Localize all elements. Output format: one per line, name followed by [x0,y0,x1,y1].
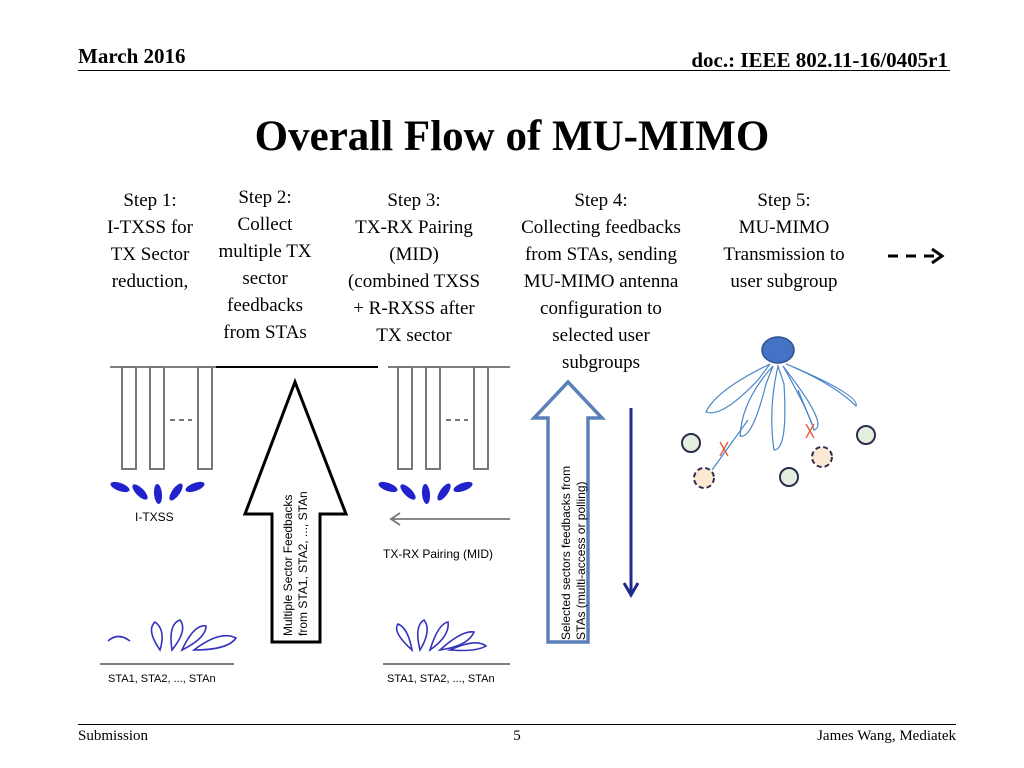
footer-divider [78,724,956,725]
step1-sta-label: STA1, STA2, ..., STAn [108,673,216,685]
beam-direction-arrows [711,389,813,471]
interference-cross-icon [719,423,815,457]
step3-antenna-array [388,366,510,470]
header-doc-id: doc.: IEEE 802.11-16/0405r1 [691,48,948,72]
svg-text:STAs (multi-access or polling: STAs (multi-access or polling) [574,482,588,640]
step1-sta-beams [107,619,238,652]
step1-antenna-array [110,366,225,470]
continue-dashed-arrow-icon [888,247,945,265]
footer-submission: Submission [78,728,149,744]
footer-author: James Wang, Mediatek [817,728,956,744]
selected-arrow-text: Selected sectors feedbacks from STAs (mu… [559,466,588,640]
step3-sta-beams [395,618,488,653]
feedback-up-arrow-icon [242,377,349,644]
footer-page-number: 5 [513,728,521,744]
svg-text:Multiple Sector Feedbacks: Multiple Sector Feedbacks [281,495,295,636]
header-date: March 2016 [78,44,186,68]
config-down-arrow-icon [622,408,640,598]
step-3-text: Step 3:TX-RX Pairing (MID)(combined TXSS… [347,190,481,346]
ap-node-icon [761,336,795,364]
step5-beams [705,363,857,451]
svg-text:from STA1, STA2, ..., STAn: from STA1, STA2, ..., STAn [296,491,310,636]
selected-feedback-up-arrow-icon [529,379,607,644]
slide-title: Overall Flow of MU-MIMO [254,113,770,160]
step1-tx-beams [110,481,205,504]
step3-tx-beams [378,481,473,504]
feedback-arrow-text: Multiple Sector Feedbacks from STA1, STA… [281,491,310,636]
sta-nodes [681,425,876,489]
step3-sta-label: STA1, STA2, ..., STAn [387,673,495,685]
header-divider [78,70,950,71]
itxss-label: I-TXSS [135,510,174,524]
step-4-text: Step 4:Collecting feedbacks from STAs, s… [521,190,681,373]
svg-text:Selected sectors feedbacks fro: Selected sectors feedbacks from [559,466,573,640]
pairing-left-arrow-icon [389,512,510,526]
pairing-label: TX-RX Pairing (MID) [383,547,493,561]
